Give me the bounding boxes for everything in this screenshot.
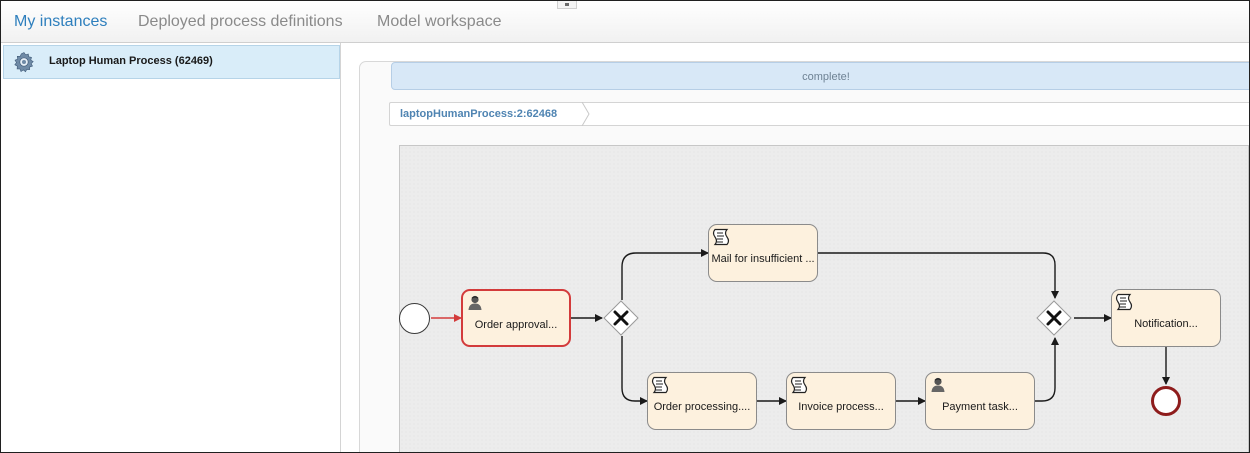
main-panel: complete! laptopHumanProcess:2:62468 [342,43,1249,452]
tab-my-instances[interactable]: My instances [14,13,108,30]
task-order-processing[interactable]: Order processing.... [647,372,757,430]
instances-sidebar: Laptop Human Process (62469) [1,43,341,452]
status-bar: complete! [391,62,1249,90]
breadcrumb: laptopHumanProcess:2:62468 [389,102,1249,126]
start-event[interactable] [399,303,430,334]
task-mail-insufficient[interactable]: Mail for insufficient ... [708,224,818,282]
script-task-icon [1115,293,1133,311]
gear-icon [14,52,34,73]
task-invoice-process[interactable]: Invoice process... [786,372,896,430]
user-task-icon [931,377,945,392]
user-task-icon [468,295,482,310]
exclusive-gateway-join[interactable] [1036,300,1072,336]
script-task-icon [790,376,808,394]
task-label: Mail for insufficient ... [711,253,815,265]
end-event[interactable] [1151,386,1181,416]
tab-model-workspace[interactable]: Model workspace [377,13,502,30]
task-payment[interactable]: Payment task... [925,372,1035,430]
task-label: Invoice process... [798,401,884,413]
task-order-approval[interactable]: Order approval... [461,289,571,347]
exclusive-gateway-split[interactable] [603,300,639,336]
breadcrumb-separator-icon [581,102,590,126]
top-tab-bar: My instances Deployed process definition… [1,1,1249,43]
script-task-icon [712,228,730,246]
tab-deployed-process-definitions[interactable]: Deployed process definitions [138,13,343,30]
sidebar-item-label: Laptop Human Process (62469) [49,55,213,67]
task-notification[interactable]: Notification... [1111,289,1221,347]
script-task-icon [651,376,669,394]
status-text: complete! [802,71,850,83]
task-label: Order processing.... [653,401,751,413]
task-label: Payment task... [942,401,1018,413]
task-label: Notification... [1134,318,1198,330]
breadcrumb-item-process-definition[interactable]: laptopHumanProcess:2:62468 [400,108,558,120]
sidebar-item-laptop-human-process[interactable]: Laptop Human Process (62469) [3,45,340,79]
collapse-handle[interactable] [557,1,577,9]
task-label: Order approval... [474,319,558,331]
